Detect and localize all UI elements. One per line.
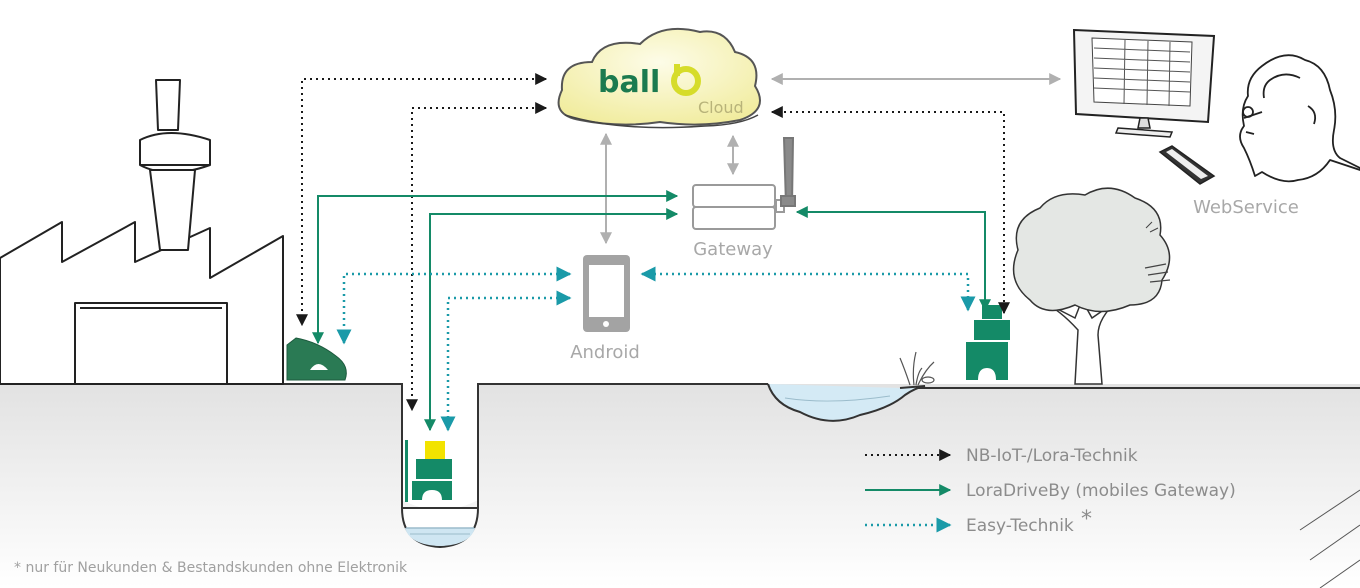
sensor-shaft: [405, 440, 452, 502]
gateway-device: [692, 137, 796, 230]
factory: [0, 79, 284, 385]
legend-label: Easy-Technik: [966, 516, 1074, 536]
cloud: [557, 27, 761, 129]
legend-label: NB-IoT-/Lora-Technik: [966, 446, 1138, 466]
gateway-label: Gateway: [693, 239, 773, 260]
person-icon: [1239, 54, 1360, 183]
tablet-icon: [1158, 145, 1216, 185]
legend-item-loradriveby: LoraDriveBy (mobiles Gateway): [865, 481, 1236, 501]
pond: [767, 383, 926, 422]
reeds: [899, 351, 935, 386]
loradriveby-links: [312, 190, 991, 432]
legend: NB-IoT-/Lora-Technik LoraDriveBy (mobile…: [865, 446, 1236, 536]
android-label: Android: [570, 342, 640, 363]
legend-item-nbiot: NB-IoT-/Lora-Technik: [865, 446, 1138, 466]
logo-ring-icon: [671, 64, 701, 96]
logo-wordmark: ball: [598, 65, 660, 100]
nbiot-links: [296, 73, 1010, 412]
cloud-label: Cloud: [698, 98, 744, 117]
sensor-factory: [286, 337, 347, 381]
legend-item-easy: Easy-Technik *: [865, 507, 1092, 536]
road-lines: [1299, 489, 1360, 588]
monitor-icon: [1072, 28, 1216, 138]
ground: [0, 384, 1360, 588]
tree: [1012, 187, 1171, 385]
legend-asterisk: *: [1081, 507, 1092, 532]
footnote: * nur für Neukunden & Bestandskunden ohn…: [14, 560, 408, 576]
webservice-label: WebService: [1193, 197, 1299, 218]
sensor-field: [966, 305, 1010, 380]
shaft-basin: [400, 507, 480, 549]
phone-icon: [583, 255, 630, 332]
legend-label: LoraDriveBy (mobiles Gateway): [966, 481, 1236, 501]
easy-links: [336, 266, 976, 432]
